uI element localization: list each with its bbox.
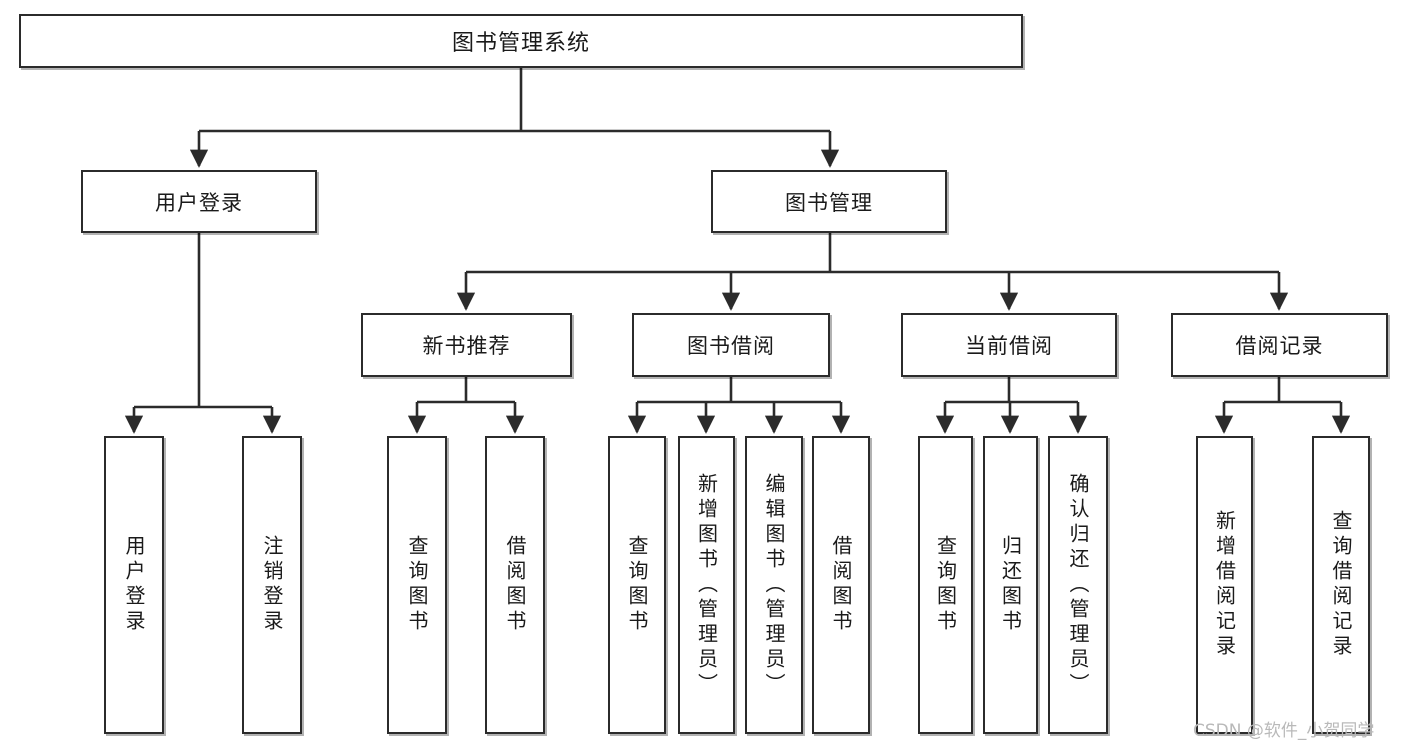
- node-root-book-management-system[interactable]: 图书管理系统: [19, 14, 1023, 68]
- node-label: 用户登录: [155, 190, 243, 215]
- node-book-management[interactable]: 图书管理: [711, 170, 947, 233]
- node-label: 查询图书: [933, 535, 958, 635]
- node-label: 查询图书: [625, 535, 649, 635]
- node-label: 图书管理: [785, 190, 873, 215]
- node-user-login[interactable]: 用户登录: [81, 170, 317, 233]
- node-label: 查询借阅记录: [1329, 510, 1353, 660]
- node-label: 查询图书: [405, 535, 429, 635]
- leaf-query-book-borrow[interactable]: 查询图书: [608, 436, 666, 734]
- node-label: 新增图书（管理员）: [694, 472, 719, 698]
- node-label: 新书推荐: [422, 334, 511, 358]
- node-current-borrowing[interactable]: 当前借阅: [901, 313, 1117, 377]
- node-label: 当前借阅: [965, 334, 1053, 358]
- node-label: 用户登录: [122, 535, 146, 635]
- node-label: 确认归还（管理员）: [1066, 472, 1090, 698]
- node-label: 归还图书: [998, 535, 1023, 635]
- node-label: 借阅记录: [1235, 334, 1324, 358]
- node-label: 编辑图书（管理员）: [762, 472, 786, 698]
- leaf-confirm-return-admin[interactable]: 确认归还（管理员）: [1048, 436, 1108, 734]
- node-label: 借阅图书: [829, 535, 853, 635]
- leaf-borrow-book-recommend[interactable]: 借阅图书: [485, 436, 545, 734]
- leaf-query-book-recommend[interactable]: 查询图书: [387, 436, 447, 734]
- node-borrowing-record[interactable]: 借阅记录: [1171, 313, 1388, 377]
- leaf-query-book-current[interactable]: 查询图书: [918, 436, 973, 734]
- node-book-borrowing[interactable]: 图书借阅: [632, 313, 830, 377]
- leaf-add-book-admin[interactable]: 新增图书（管理员）: [678, 436, 735, 734]
- leaf-return-book[interactable]: 归还图书: [983, 436, 1038, 734]
- node-label: 新增借阅记录: [1212, 510, 1237, 660]
- node-label: 图书借阅: [687, 334, 775, 358]
- leaf-edit-book-admin[interactable]: 编辑图书（管理员）: [745, 436, 803, 734]
- node-label: 注销登录: [260, 535, 284, 635]
- node-new-book-recommendation[interactable]: 新书推荐: [361, 313, 572, 377]
- leaf-logout[interactable]: 注销登录: [242, 436, 302, 734]
- node-label: 借阅图书: [503, 535, 527, 635]
- node-label: 图书管理系统: [451, 31, 590, 56]
- leaf-add-borrow-record[interactable]: 新增借阅记录: [1196, 436, 1253, 734]
- leaf-query-borrow-record[interactable]: 查询借阅记录: [1312, 436, 1370, 734]
- leaf-borrow-book[interactable]: 借阅图书: [812, 436, 870, 734]
- leaf-user-login[interactable]: 用户登录: [104, 436, 164, 734]
